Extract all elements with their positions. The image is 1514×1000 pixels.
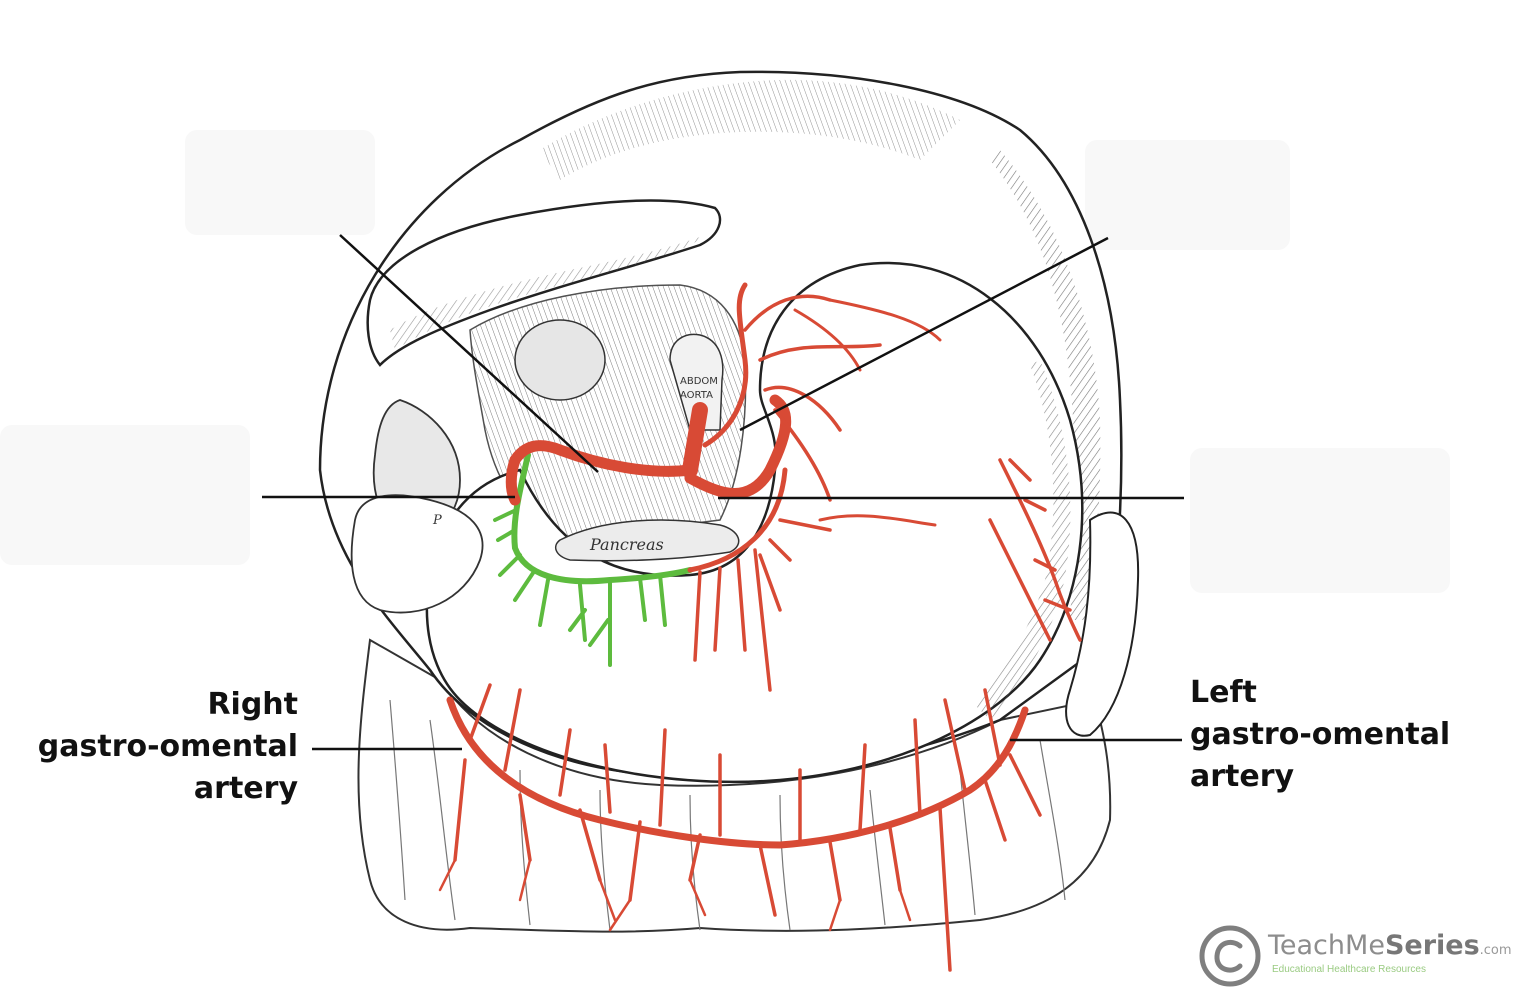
- pancreas-label: Pancreas: [589, 535, 664, 554]
- spleen: [1065, 511, 1140, 737]
- blank-label-top-left: [185, 130, 375, 235]
- logo-brand: TeachMeSeries.com: [1268, 930, 1512, 961]
- aorta-label-line2: AORTA: [680, 390, 713, 401]
- liver-lobe-shading: [390, 235, 705, 350]
- label-left-gastro-omental-artery: Left gastro-omental artery: [1190, 675, 1451, 794]
- aorta-label-line1: ABDOM: [680, 376, 718, 387]
- duodenum: [350, 494, 484, 614]
- caudate-lobe: [514, 319, 606, 401]
- copyright-c-icon: [1199, 925, 1261, 987]
- blank-label-mid-left: [0, 425, 250, 565]
- leader-line-top-left: [339, 234, 599, 473]
- right-gastro-omental-artery: [446, 696, 784, 849]
- common-hepatic-artery: [505, 440, 696, 506]
- pancreas: [554, 519, 740, 562]
- blank-label-top-right: [1085, 140, 1290, 250]
- leader-line-top-right: [739, 236, 1109, 432]
- logo-tagline: Educational Healthcare Resources: [1272, 964, 1426, 975]
- pylorus-label: P: [432, 513, 442, 528]
- label-right-gastro-omental-artery: Right gastro-omental artery: [37, 687, 298, 806]
- blank-label-mid-right: [1190, 448, 1450, 593]
- coeliac-trunk: [682, 402, 708, 478]
- abdominal-aorta: [669, 333, 724, 431]
- diaphragm-top-shading: [540, 79, 960, 180]
- left-gastric-artery: [702, 282, 749, 448]
- greater-omentum: [357, 638, 1112, 933]
- leader-lines: [262, 234, 1184, 751]
- teachmeseries-logo: TeachMeSeries.com Educational Healthcare…: [1198, 922, 1512, 988]
- stomach: [425, 261, 1084, 784]
- left-gastro-omental-artery: [776, 706, 1029, 849]
- arterial-tree: [438, 282, 1082, 972]
- splenic-artery: [684, 394, 792, 499]
